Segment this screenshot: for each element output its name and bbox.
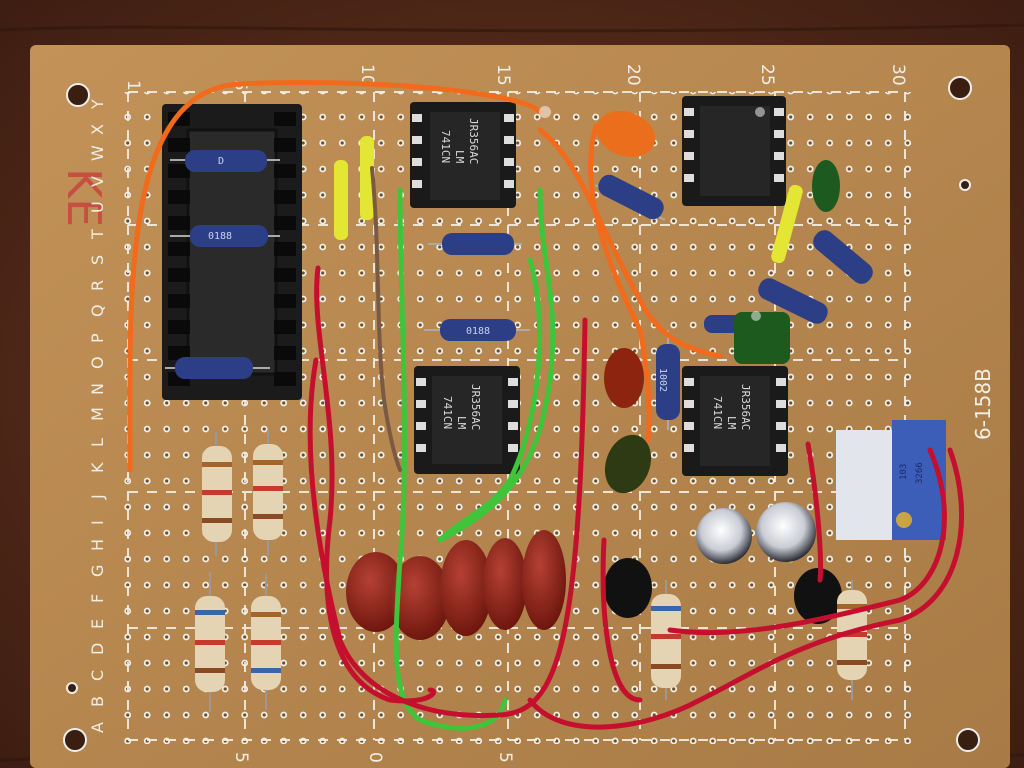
red-wire <box>307 317 588 719</box>
resistor-label: 1002 <box>657 368 668 392</box>
film-capacitors <box>346 530 566 640</box>
op-amp-chip <box>682 96 786 206</box>
chip-marking: 741CN <box>711 396 724 429</box>
blue-resistor: 0188 <box>170 225 280 247</box>
bottom-label: 0 <box>365 752 385 763</box>
blue-resistor <box>165 357 270 379</box>
row-label: M <box>88 407 107 421</box>
column-label: 30 <box>888 64 908 86</box>
blue-resistor <box>758 278 828 324</box>
row-label: F <box>88 594 107 603</box>
op-amp-chip: JR356AC LM 741CN <box>410 102 516 208</box>
red-wire <box>667 447 947 636</box>
column-label: 10 <box>357 64 377 86</box>
red-wire <box>805 441 823 583</box>
pot-marking: 3266 <box>915 462 925 484</box>
row-label: C <box>88 670 107 681</box>
row-label: W <box>88 145 107 161</box>
yellow-capacitor <box>334 136 803 264</box>
row-label: T <box>88 229 107 240</box>
trim-potentiometer: 103 3266 <box>836 420 946 540</box>
resistor-label: D <box>218 156 224 167</box>
row-label: G <box>88 565 107 577</box>
board-stamp: KE <box>57 168 111 227</box>
chip-marking: 741CN <box>441 396 454 429</box>
green-wire <box>437 187 556 543</box>
pot-marking: 103 <box>899 464 909 480</box>
row-label: Q <box>88 304 107 317</box>
green-capacitor <box>604 160 840 494</box>
column-label: 25 <box>757 64 777 86</box>
chip-marking: JR356AC <box>469 384 482 430</box>
row-letter-labels: A B C D E F G H I J K L M N O P Q R S T … <box>88 99 107 733</box>
mounting-holes <box>63 76 980 752</box>
wires <box>127 79 964 731</box>
blue-resistor: D <box>170 150 280 172</box>
bottom-label: 5 <box>231 752 251 763</box>
row-label: A <box>88 722 107 733</box>
transistor <box>604 558 842 624</box>
chip-marking: JR356AC <box>739 384 752 430</box>
row-label: K <box>88 462 107 473</box>
resistor-label: 0188 <box>466 326 490 337</box>
red-wire <box>600 537 643 703</box>
red-ceramic-capacitor <box>604 348 644 408</box>
chip-marking: 741CN <box>439 130 452 163</box>
row-label: N <box>88 383 107 395</box>
red-wire <box>527 447 964 730</box>
orange-capacitor <box>596 110 656 158</box>
row-label: H <box>88 539 107 551</box>
row-label: P <box>88 333 107 343</box>
ic-socket <box>162 104 302 400</box>
op-amp-chip: JR356AC LM 741CN <box>682 366 788 476</box>
board-part-number: 6-158B <box>971 368 995 440</box>
row-label: D <box>88 643 107 655</box>
row-label: O <box>88 356 107 369</box>
blue-resistor <box>428 233 522 255</box>
bottom-label: 5 <box>495 752 515 763</box>
green-wire <box>393 187 508 731</box>
row-label: Y <box>88 99 107 110</box>
op-amp-chip: JR356AC LM 741CN <box>414 366 520 474</box>
orange-wire <box>537 127 723 359</box>
column-label: 1 <box>123 80 143 91</box>
resistor-label: 0188 <box>208 231 232 242</box>
blue-resistor: 1002 <box>656 330 680 430</box>
blue-resistor <box>594 174 666 221</box>
row-label: S <box>88 255 107 265</box>
blue-resistor <box>813 230 873 284</box>
column-label: 15 <box>493 64 513 86</box>
row-label: J <box>88 494 107 500</box>
orange-wire <box>588 123 652 443</box>
glare <box>539 106 765 321</box>
electrolytic-capacitor <box>696 502 816 564</box>
column-label: 20 <box>623 64 643 86</box>
bottom-number-labels: 5 0 5 <box>231 752 515 763</box>
chip-marking: LM <box>455 416 468 430</box>
row-label: B <box>88 696 107 707</box>
green-wire <box>437 257 542 543</box>
brown-wire <box>370 166 402 472</box>
row-label: E <box>88 619 107 629</box>
chip-marking: LM <box>453 150 466 164</box>
row-label: R <box>88 280 107 291</box>
row-label: I <box>88 520 107 525</box>
row-label: V <box>88 176 107 187</box>
row-label: L <box>88 438 107 447</box>
chip-marking: JR356AC <box>467 118 480 164</box>
blue-resistor: 0188 <box>424 319 530 341</box>
row-label: X <box>88 124 107 135</box>
row-label: U <box>88 201 107 213</box>
chip-marking: LM <box>725 416 738 430</box>
orange-wire <box>127 79 543 473</box>
beige-resistor-bodies <box>195 444 867 692</box>
